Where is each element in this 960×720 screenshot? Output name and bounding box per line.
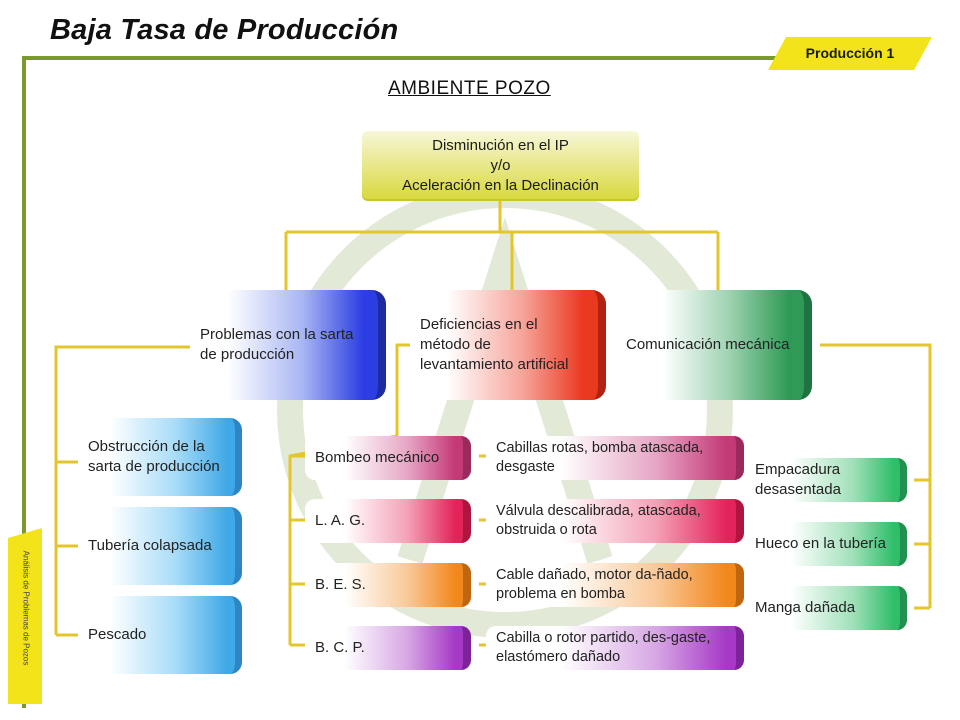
metodo-label: B. C. P. — [315, 639, 365, 656]
metodo-label: B. E. S. — [315, 576, 366, 593]
mecanica-item-label: Manga dañada — [755, 599, 856, 616]
metodo-node: L. A. G. — [305, 499, 471, 543]
mecanica-item-label: Hueco en la tubería — [755, 535, 886, 552]
category-sarta: Problemas con la sarta de producción — [190, 290, 386, 400]
side-tab: Análisis de Problemas de Pozos — [8, 528, 42, 704]
sarta-item: Tubería colapsada — [78, 507, 242, 585]
section-tag: Producción 1 — [768, 37, 932, 70]
sarta-item-label: Tubería colapsada — [88, 537, 212, 554]
metodo-detail-label: Cabillas rotas, bomba atascada, desgaste — [496, 440, 704, 475]
sarta-item: Obstrucción de la sarta de producción — [78, 418, 242, 496]
metodo-detail: Cabilla o rotor partido, des-gaste, elas… — [486, 626, 744, 670]
metodo-node: Bombeo mecánico — [305, 436, 471, 480]
category-mecanica: Comunicación mecánica — [616, 290, 812, 400]
metodo-node: B. E. S. — [305, 563, 471, 607]
category-levantamiento: Deficiencias en el método de levantamien… — [410, 290, 606, 400]
mecanica-item-label: Empacadura desasentada — [755, 461, 841, 498]
metodo-label: L. A. G. — [315, 512, 366, 529]
mecanica-item: Empacadura desasentada — [745, 458, 907, 502]
category-levantamiento-label: Deficiencias en el método de levantamien… — [420, 316, 569, 373]
metodo-detail: Cabillas rotas, bomba atascada, desgaste — [486, 436, 744, 480]
side-tab-label: Análisis de Problemas de Pozos — [21, 550, 31, 666]
sarta-item-label: Pescado — [88, 626, 147, 643]
diagram-subtitle: AMBIENTE POZO — [388, 78, 551, 99]
metodo-node: B. C. P. — [305, 626, 471, 670]
mecanica-item: Manga dañada — [745, 586, 907, 630]
sarta-item-label: Obstrucción de la sarta de producción — [88, 438, 220, 475]
metodo-detail-label: Cable dañado, motor da-ñado, problema en… — [496, 567, 693, 602]
page-title: Baja Tasa de Producción — [50, 14, 399, 46]
sarta-item: Pescado — [78, 596, 242, 674]
category-sarta-label: Problemas con la sarta de producción — [200, 326, 354, 363]
metodo-detail-label: Cabilla o rotor partido, des-gaste, elas… — [496, 630, 711, 665]
metodo-label: Bombeo mecánico — [315, 449, 440, 466]
metodo-detail-label: Válvula descalibrada, atascada, obstruid… — [496, 503, 701, 538]
mecanica-item: Hueco en la tubería — [745, 522, 907, 566]
metodo-detail: Válvula descalibrada, atascada, obstruid… — [486, 499, 744, 543]
category-mecanica-label: Comunicación mecánica — [626, 336, 790, 353]
root-node: Disminución en el IP y/o Aceleración en … — [362, 131, 639, 201]
metodo-detail: Cable dañado, motor da-ñado, problema en… — [486, 563, 744, 607]
